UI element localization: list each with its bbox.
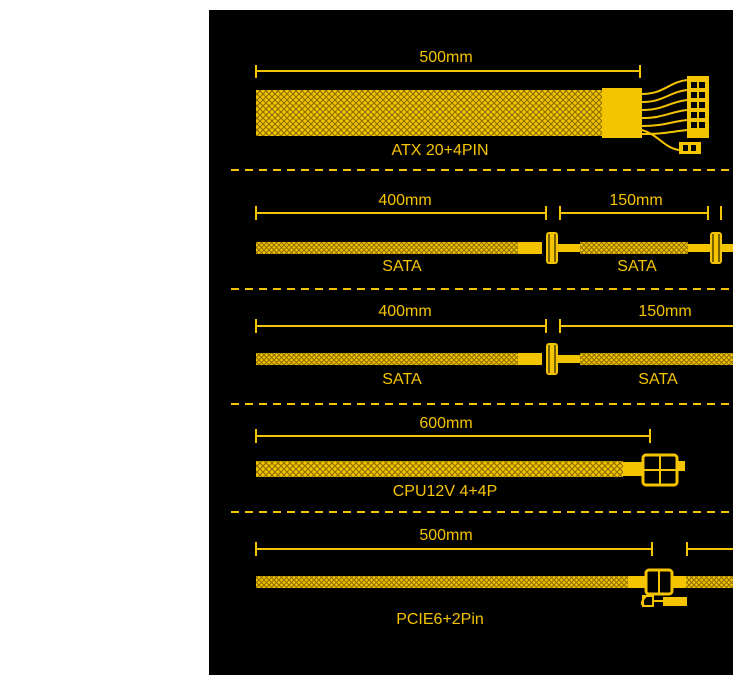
cpu-length-label: 600mm (419, 415, 473, 432)
sata1-length-label-2: 150mm (609, 192, 663, 209)
pcie-connector-label: PCIE6+2Pin (396, 611, 484, 628)
atx-connector-pins (691, 82, 705, 128)
sata1-connector-label-1: SATA (382, 258, 422, 275)
atx-4pin-connector (679, 142, 701, 154)
pcie-length-label: 500mm (419, 527, 473, 544)
cable-diagram-panel: 500mm ATX 20+4PIN 400mm 150mm SATA SATA … (209, 10, 733, 675)
sata2-connector-label-2: SATA (638, 371, 678, 388)
cable-diagram (231, 65, 733, 607)
cpu-cable (255, 429, 685, 487)
atx-cable (255, 65, 709, 154)
atx-sleeve (256, 90, 602, 136)
sata-connector (710, 232, 722, 264)
sata2-connector-label-1: SATA (382, 371, 422, 388)
sata1-connector-label-2: SATA (617, 258, 657, 275)
sata-cable-2 (255, 319, 733, 375)
pcie-cable (255, 542, 733, 607)
sata2-length-label-2: 150mm (638, 303, 692, 320)
atx-connector (687, 76, 709, 138)
sata-connector (546, 343, 558, 375)
sata-connector (546, 232, 558, 264)
sata-cable-1 (255, 206, 733, 264)
sata1-length-label-1: 400mm (378, 192, 432, 209)
atx-heatshrink (602, 88, 642, 138)
cpu-connector-label: CPU12V 4+4P (392, 483, 498, 500)
atx-wires (641, 79, 688, 151)
atx-length-label: 500mm (419, 49, 473, 66)
atx-connector-label: ATX 20+4PIN (391, 142, 489, 159)
sata2-length-label-1: 400mm (378, 303, 432, 320)
